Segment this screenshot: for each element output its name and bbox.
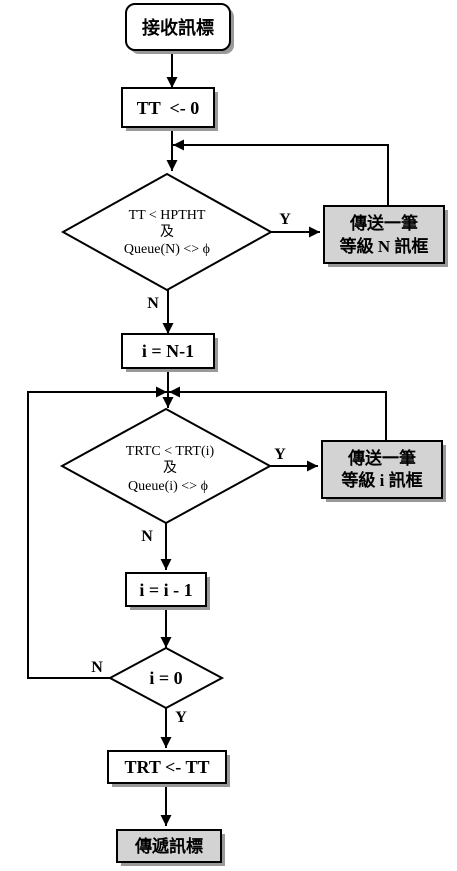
set-trt-box: TRT <- TT [107,750,230,787]
start-node-label: 接收訊標 [142,17,214,38]
decision-queue-i: TRTC < TRT(i) 及 Queue(i) <> ϕ [59,407,273,525]
decision-i-zero-label: i = 0 [149,668,182,688]
cond1-yes-label: Y [279,211,291,228]
send-level-i-line2: 等級 i 訊框 [341,470,422,490]
edge-send-n-loop [173,139,389,206]
end-node: 傳遞訊標 [116,829,225,866]
end-node-label: 傳遞訊標 [134,836,203,856]
send-level-i-box: 傳送一筆 等級 i 訊框 [321,440,446,502]
send-level-n-box: 傳送一筆 等級 N 訊框 [323,205,448,267]
decision-queue-i-line1: TRTC < TRT(i) [126,444,215,459]
set-i-box: i = N-1 [121,333,218,372]
decision-queue-n-line3: Queue(N) <> ϕ [124,242,210,257]
cond2-no-label: N [141,528,153,545]
decision-queue-i-line3: Queue(i) <> ϕ [128,479,208,494]
set-trt-label: TRT <- TT [125,757,210,777]
set-i-label: i = N-1 [142,341,194,361]
decision-queue-n-line2: 及 [160,224,174,240]
decrement-i-label: i = i - 1 [139,580,192,600]
init-tt-label: TT <- 0 [137,98,199,118]
init-tt-box: TT <- 0 [121,87,218,131]
decrement-i-box: i = i - 1 [125,572,210,610]
edge-send-i-loop [169,386,387,441]
decision-i-zero: i = 0 [107,646,225,710]
cond2-yes-label: Y [274,446,286,463]
cond3-no-label: N [91,659,103,676]
cond1-no-label: N [147,295,159,312]
send-level-n-line1: 傳送一筆 [349,213,418,233]
send-level-n-line2: 等級 N 訊框 [340,236,429,256]
start-node: 接收訊標 [125,3,234,54]
edge-cond3-no-loop [27,386,167,679]
connectors [27,50,389,826]
decision-queue-n-line1: TT < HPTHT [129,208,206,223]
decision-queue-i-line2: 及 [163,460,177,476]
decision-queue-n: TT < HPTHT 及 Queue(N) <> ϕ [60,172,274,292]
cond3-yes-label: Y [175,709,187,726]
send-level-i-line1: 傳送一筆 [347,448,416,468]
